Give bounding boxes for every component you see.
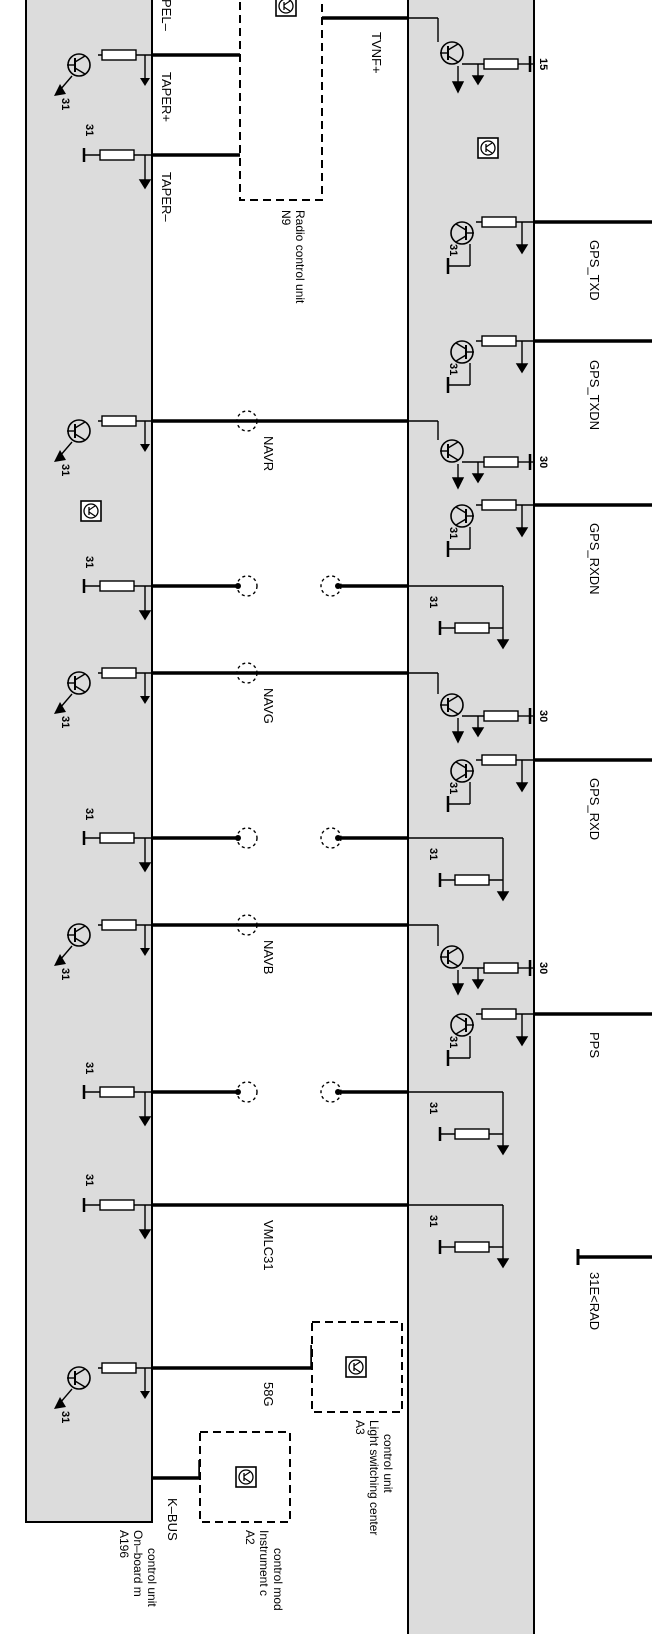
left-resistor-circuits (82, 148, 152, 1240)
component-labels: N9 Radio control unit A3 Light switching… (117, 210, 395, 1611)
radio-name: Radio control unit (293, 210, 307, 304)
radio-control-unit-box (239, 0, 323, 201)
signal-gps-txd: GPS_TXD (587, 240, 602, 301)
svg-text:31: 31 (427, 1102, 439, 1114)
signal-31e-rad: 31E<RAD (587, 1272, 602, 1330)
right-transistor-circuits (446, 216, 534, 1066)
svg-text:31: 31 (447, 782, 459, 794)
right-resistor-circuits (408, 585, 510, 1269)
ic-name-line2: control mod (271, 1548, 285, 1611)
signal-labels: PEL– TAPER+ TAPER– TVNF+ NAVR NAVG NAVB … (159, 0, 384, 1541)
a196-ref: A196 (117, 1530, 131, 1558)
svg-text:30: 30 (537, 962, 549, 974)
svg-text:31: 31 (59, 716, 71, 728)
svg-text:31: 31 (59, 968, 71, 980)
svg-text:31: 31 (447, 1036, 459, 1048)
signal-pps: PPS (587, 1032, 602, 1058)
left-transistor-circuits (54, 49, 152, 1409)
right-terminal-labels: 15 30 30 30 31 31 31 31 31 31 31 31 31 (427, 58, 549, 1227)
svg-text:31: 31 (59, 464, 71, 476)
signal-taper-plus: TAPER+ (159, 72, 174, 122)
a196-name-line1: On–board m (131, 1530, 145, 1597)
signal-58g: 58G (261, 1382, 276, 1407)
svg-text:31: 31 (427, 848, 439, 860)
signal-gps-rxdn: GPS_RXDN (587, 523, 602, 595)
signal-gps-txdn: GPS_TXDN (587, 360, 602, 430)
signal-vmlc31: VMLC31 (261, 1220, 276, 1271)
svg-text:31: 31 (427, 596, 439, 608)
module-a196-panel (25, 0, 153, 1523)
svg-text:30: 30 (537, 710, 549, 722)
signal-gps-rxd: GPS_RXD (587, 778, 602, 840)
lsc-name-line1: Light switching center (367, 1420, 381, 1535)
signal-taper-minus: TAPER– (159, 172, 174, 222)
signal-tvnf: TVNF+ (369, 32, 384, 74)
svg-text:31: 31 (83, 556, 95, 568)
gps-module-panel (407, 0, 535, 1634)
signal-kbus: K–BUS (165, 1498, 180, 1541)
svg-text:31: 31 (447, 244, 459, 256)
svg-text:31: 31 (59, 1411, 71, 1423)
gps-signal-labels: GPS_TXD GPS_TXDN GPS_RXDN GPS_RXD PPS 31… (587, 240, 602, 1330)
svg-text:31: 31 (447, 363, 459, 375)
ic-ref: A2 (243, 1530, 257, 1545)
svg-text:31: 31 (83, 1174, 95, 1186)
svg-text:15: 15 (537, 58, 549, 70)
connector-circles (236, 410, 342, 1103)
left-terminal-labels: 31 31 31 31 31 31 31 31 31 31 (59, 98, 95, 1423)
svg-text:31: 31 (83, 1062, 95, 1074)
svg-text:31: 31 (83, 124, 95, 136)
right-supply-circuits (408, 17, 534, 996)
a196-name-line2: control unit (145, 1548, 159, 1607)
lsc-name-line2: control unit (381, 1434, 395, 1493)
signal-navb: NAVB (261, 940, 276, 974)
svg-text:31: 31 (59, 98, 71, 110)
svg-text:31: 31 (83, 808, 95, 820)
signal-navr: NAVR (261, 436, 276, 471)
svg-text:30: 30 (537, 456, 549, 468)
ic-name-line1: Instrument c (257, 1530, 271, 1596)
connector-dots (235, 583, 341, 1095)
signal-pel: PEL– (159, 0, 174, 32)
bus-wires (152, 16, 652, 1480)
lsc-ref: A3 (353, 1420, 367, 1435)
radio-ref: N9 (279, 210, 293, 226)
svg-text:31: 31 (447, 527, 459, 539)
signal-navg: NAVG (261, 688, 276, 724)
svg-text:31: 31 (427, 1215, 439, 1227)
